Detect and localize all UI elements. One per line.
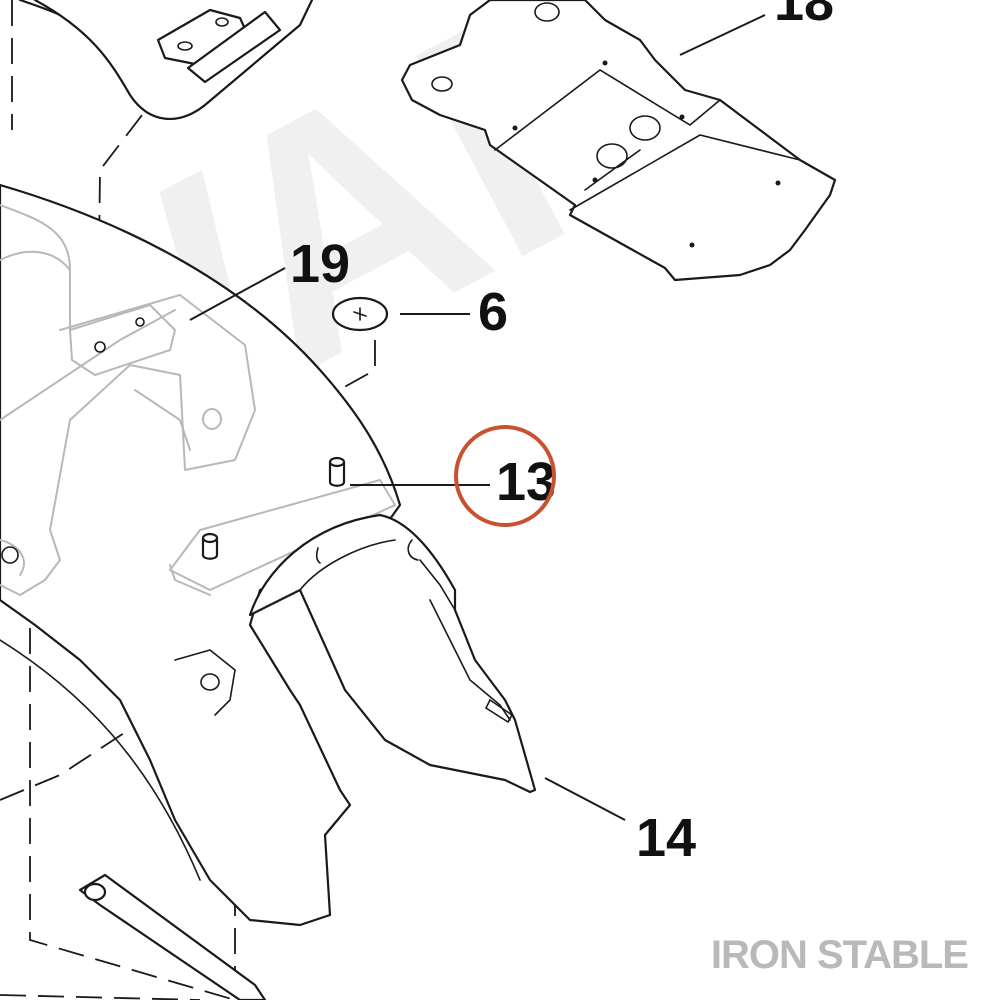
part-18-gasket-plate	[400, 0, 837, 282]
part-13-stud-bracket	[169, 456, 396, 596]
part-19-fender-strut-clip	[69, 304, 176, 376]
phillips-screw-icon	[331, 296, 389, 332]
part-14-fender-flap	[248, 513, 537, 794]
stud-pin-icon	[201, 532, 219, 560]
wiring-harness	[18, 0, 314, 120]
callout-18: 18	[774, 0, 834, 32]
callout-14: 14	[636, 808, 696, 868]
brand-watermark: IRON STABLE	[711, 933, 968, 977]
fender-support-strut	[0, 204, 256, 596]
stud-pin-icon	[328, 456, 346, 487]
callout-leaders	[189, 14, 766, 821]
rear-fender	[0, 183, 402, 927]
lower-mount-rod	[78, 873, 267, 1000]
callout-highlight-circle	[454, 425, 556, 527]
callout-6: 6	[478, 282, 508, 342]
callout-19: 19	[290, 234, 350, 294]
